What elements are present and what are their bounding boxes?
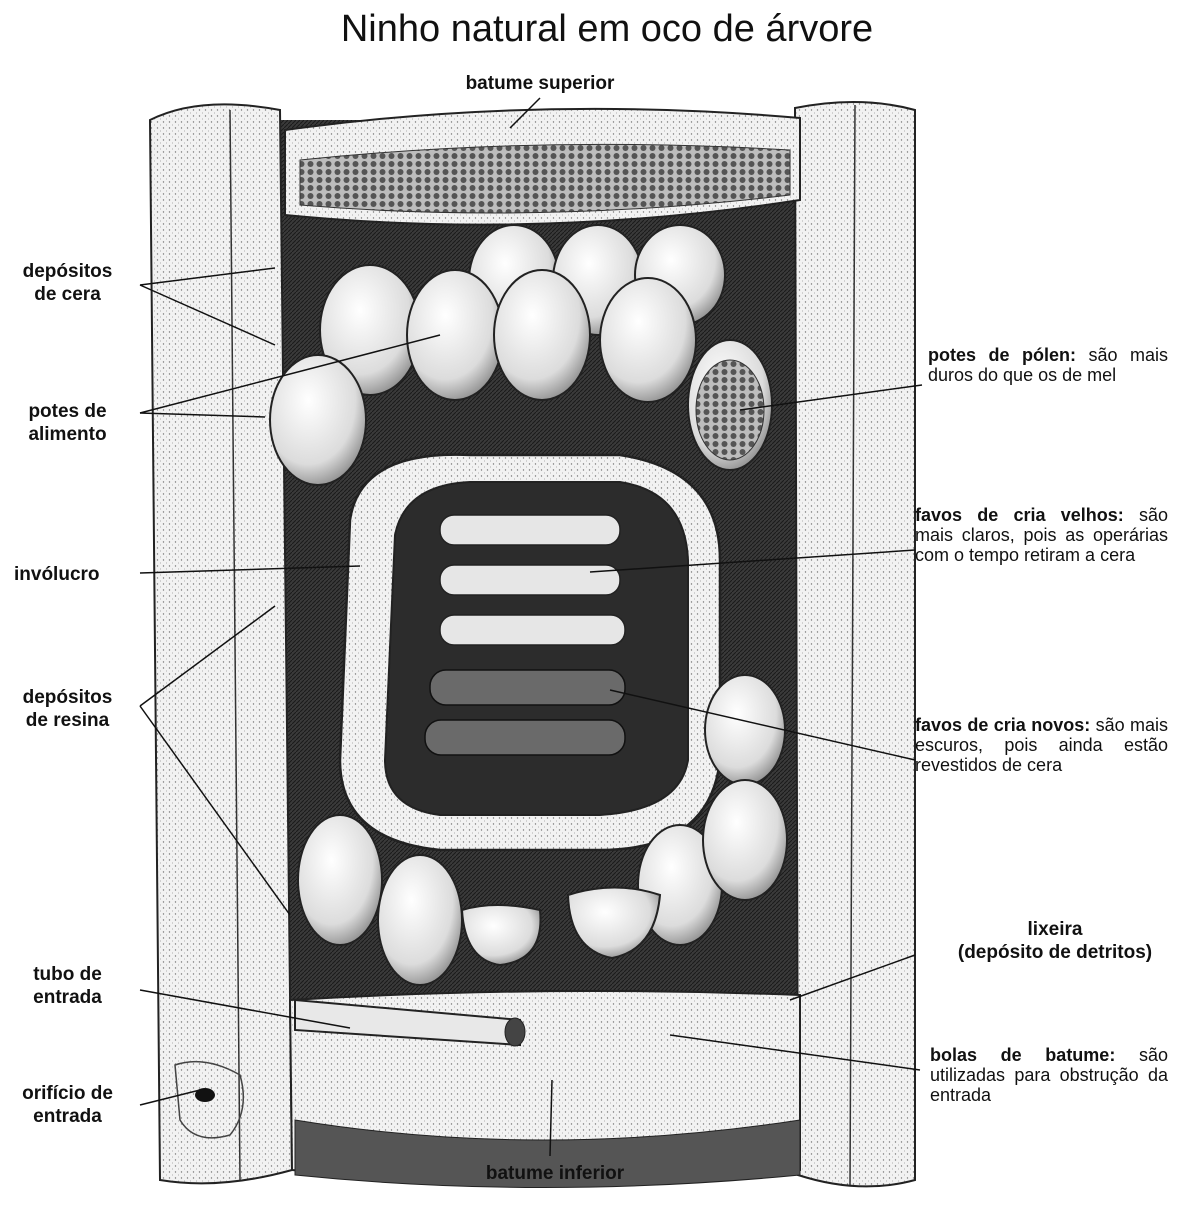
- label-bolas-batume: bolas de batume: são utilizadas para obs…: [930, 1045, 1168, 1105]
- label-line: (depósito de detritos): [930, 941, 1180, 964]
- label-line: entrada: [5, 1105, 130, 1128]
- label-bold: favos de cria velhos:: [915, 505, 1124, 525]
- label-depositos-resina: depósitos de resina: [5, 686, 130, 732]
- label-batume-superior: batume superior: [420, 72, 660, 95]
- label-lixeira: lixeira (depósito de detritos): [930, 918, 1180, 964]
- label-favos-velhos: favos de cria velhos: são mais claros, p…: [915, 505, 1168, 565]
- label-potes-polen: potes de pólen: são mais duros do que os…: [928, 345, 1168, 385]
- label-bold: favos de cria novos:: [915, 715, 1090, 735]
- label-line: de cera: [5, 283, 130, 306]
- label-bold: potes de pólen:: [928, 345, 1076, 365]
- label-line: tubo de: [5, 963, 130, 986]
- label-orificio-entrada: orifício de entrada: [5, 1082, 130, 1128]
- label-line: alimento: [5, 423, 130, 446]
- label-line: lixeira: [930, 918, 1180, 941]
- label-line: de resina: [5, 709, 130, 732]
- label-depositos-cera: depósitos de cera: [5, 260, 130, 306]
- label-batume-inferior: batume inferior: [420, 1162, 690, 1185]
- old-brood-combs: [440, 515, 625, 645]
- label-involucro: invólucro: [14, 563, 100, 586]
- label-line: orifício de: [5, 1082, 130, 1105]
- label-line: potes de: [5, 400, 130, 423]
- label-potes-alimento: potes de alimento: [5, 400, 130, 446]
- label-tubo-entrada: tubo de entrada: [5, 963, 130, 1009]
- label-favos-novos: favos de cria novos: são mais escuros, p…: [915, 715, 1168, 775]
- label-line: entrada: [5, 986, 130, 1009]
- label-line: depósitos: [5, 686, 130, 709]
- label-line: depósitos: [5, 260, 130, 283]
- left-trunk: [150, 104, 292, 1183]
- label-bold: bolas de batume:: [930, 1045, 1115, 1065]
